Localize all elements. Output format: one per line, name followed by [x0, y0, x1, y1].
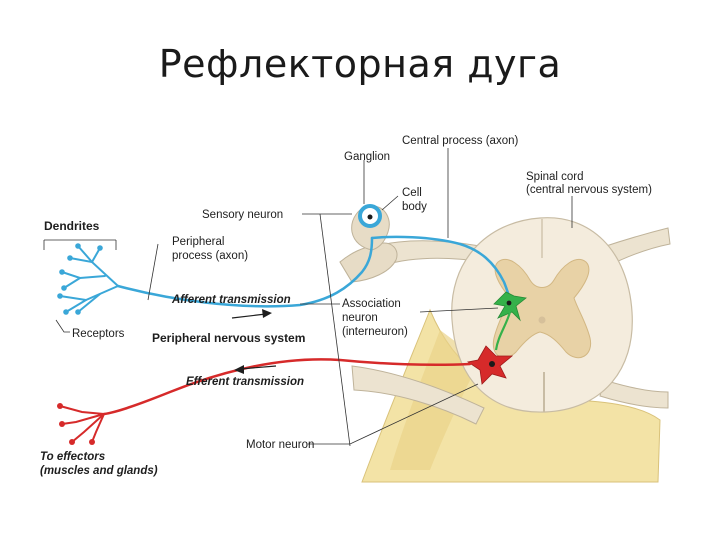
afferent-arrow	[231, 309, 272, 319]
label-peripheral-nervous-system: Peripheral nervous system	[152, 331, 305, 345]
label-efferent-transmission: Efferent transmission	[186, 376, 304, 388]
motor-neuron	[466, 345, 514, 385]
label-association-neuron-line1: Association	[342, 298, 401, 310]
efferent-arrow	[234, 365, 277, 374]
sensory-nucleus	[367, 214, 373, 220]
label-cell-body-line2: body	[402, 201, 427, 213]
label-ganglion: Ganglion	[344, 151, 390, 163]
receptor-endings	[57, 243, 103, 315]
right-ventral-root	[599, 379, 669, 409]
motor-axon	[59, 358, 472, 443]
label-spinal-cord-line1: Spinal cord	[526, 171, 584, 183]
ventral-root	[351, 365, 485, 425]
central-canal	[538, 316, 546, 324]
label-association-neuron-line2: neuron	[342, 312, 378, 324]
label-peripheral-process-line1: Peripheral	[172, 236, 224, 248]
label-afferent-transmission: Afferent transmission	[171, 294, 291, 306]
label-motor-neuron: Motor neuron	[246, 439, 314, 451]
label-to-effectors-line1: To effectors	[40, 451, 105, 463]
association-neuron	[493, 291, 527, 351]
label-dendrites: Dendrites	[44, 219, 100, 233]
effector-endings	[57, 403, 95, 445]
label-association-neuron-line3: (interneuron)	[342, 326, 408, 338]
label-peripheral-process-line2: process (axon)	[172, 250, 248, 262]
dendrites-bracket	[43, 239, 117, 250]
label-central-process: Central process (axon)	[402, 135, 518, 147]
label-cell-body-line1: Cell	[402, 187, 422, 199]
label-spinal-cord-line2: (central nervous system)	[526, 184, 652, 196]
slide-title: Рефлекторная дуга	[158, 42, 562, 86]
label-sensory-neuron: Sensory neuron	[202, 209, 283, 221]
label-to-effectors-line2: (muscles and glands)	[40, 465, 158, 477]
label-receptors: Receptors	[72, 328, 125, 340]
leader-lines	[55, 148, 573, 447]
right-dorsal-root	[599, 227, 671, 267]
